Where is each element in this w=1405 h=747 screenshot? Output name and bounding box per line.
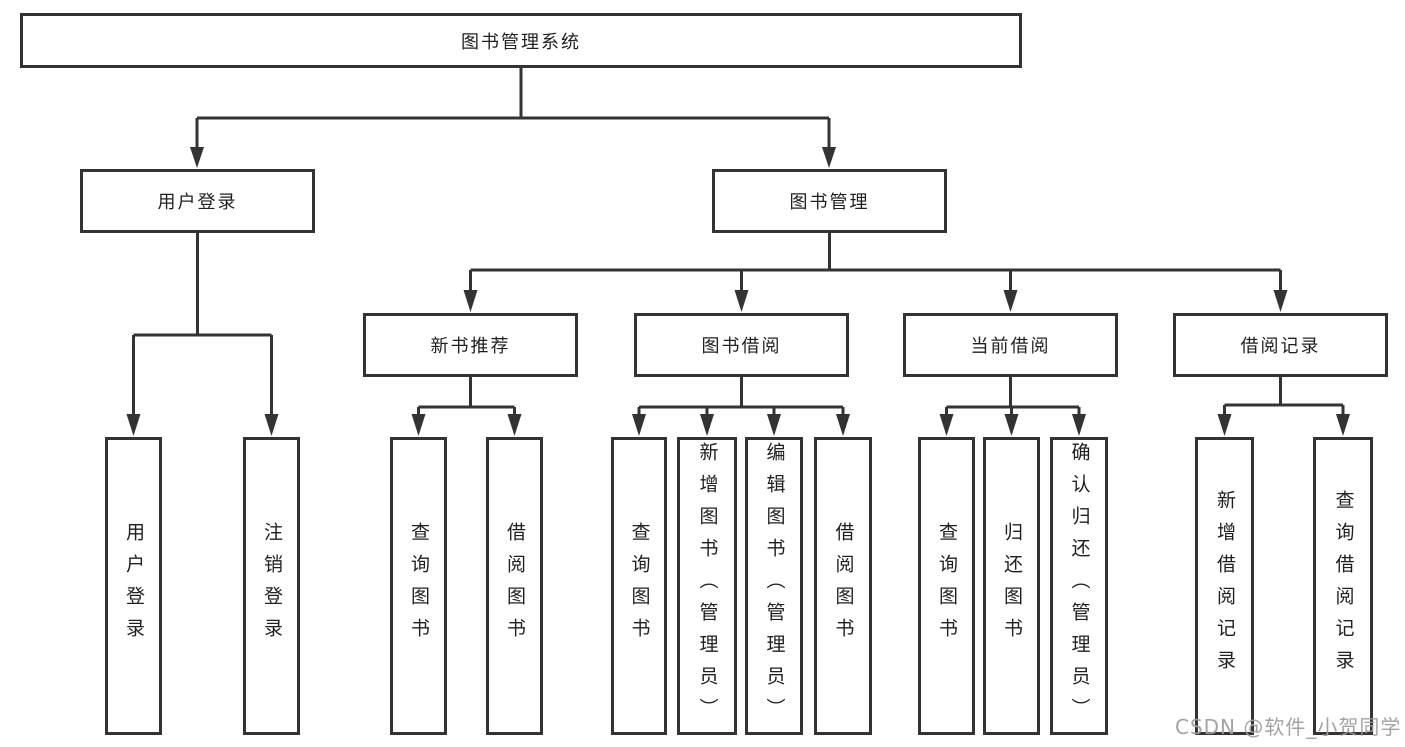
leaf-search-books-2: 查询图书 (611, 437, 667, 735)
leaf-edit-books-admin: 编辑图书（管理员） (745, 437, 803, 735)
leaf-search-borrow-record: 查询借阅记录 (1313, 437, 1373, 735)
leaf-borrow-books-2: 借阅图书 (814, 437, 872, 735)
node-user-login: 用户登录 (80, 169, 315, 233)
node-library-system: 图书管理系统 (20, 13, 1022, 68)
node-new-book-recommend-label: 新书推荐 (430, 336, 511, 357)
leaf-search-books-1-label: 查询图书 (408, 522, 430, 650)
leaf-logout-label: 注销登录 (261, 522, 283, 650)
node-book-borrow: 图书借阅 (634, 313, 849, 377)
arrowheads (126, 147, 1350, 436)
leaf-add-borrow-record: 新增借阅记录 (1195, 437, 1254, 735)
leaf-user-login-label: 用户登录 (123, 522, 145, 650)
leaf-borrow-books-1-label: 借阅图书 (504, 522, 526, 650)
node-book-borrow-label: 图书借阅 (701, 336, 782, 357)
leaf-add-books-admin: 新增图书（管理员） (677, 437, 737, 735)
leaf-user-login: 用户登录 (105, 437, 162, 735)
leaf-edit-books-admin-label: 编辑图书（管理员） (763, 442, 786, 730)
leaf-confirm-return-admin: 确认归还（管理员） (1050, 437, 1108, 735)
connector-paths (132, 68, 1345, 416)
leaf-confirm-return-admin-label: 确认归还（管理员） (1068, 442, 1091, 730)
node-borrow-records-label: 借阅记录 (1240, 336, 1321, 357)
leaf-return-books: 归还图书 (983, 437, 1040, 735)
leaf-borrow-books-2-label: 借阅图书 (832, 522, 855, 650)
leaf-return-books-label: 归还图书 (1001, 522, 1023, 650)
leaf-search-books-1: 查询图书 (390, 437, 447, 735)
leaf-borrow-books-1: 借阅图书 (486, 437, 543, 735)
node-user-login-label: 用户登录 (157, 192, 238, 213)
leaf-search-books-2-label: 查询图书 (628, 522, 651, 650)
node-borrow-records: 借阅记录 (1173, 313, 1388, 377)
leaf-logout: 注销登录 (243, 437, 300, 735)
node-library-system-label: 图书管理系统 (461, 31, 581, 53)
node-book-management-label: 图书管理 (789, 192, 870, 213)
node-new-book-recommend: 新书推荐 (363, 313, 578, 377)
leaf-search-books-3: 查询图书 (918, 437, 975, 735)
node-current-borrow-label: 当前借阅 (970, 336, 1051, 357)
leaf-search-books-3-label: 查询图书 (936, 522, 958, 650)
leaf-add-borrow-record-label: 新增借阅记录 (1214, 490, 1236, 682)
leaf-search-borrow-record-label: 查询借阅记录 (1332, 490, 1355, 682)
node-book-management: 图书管理 (712, 169, 947, 233)
leaf-add-books-admin-label: 新增图书（管理员） (696, 442, 719, 730)
node-current-borrow: 当前借阅 (903, 313, 1118, 377)
